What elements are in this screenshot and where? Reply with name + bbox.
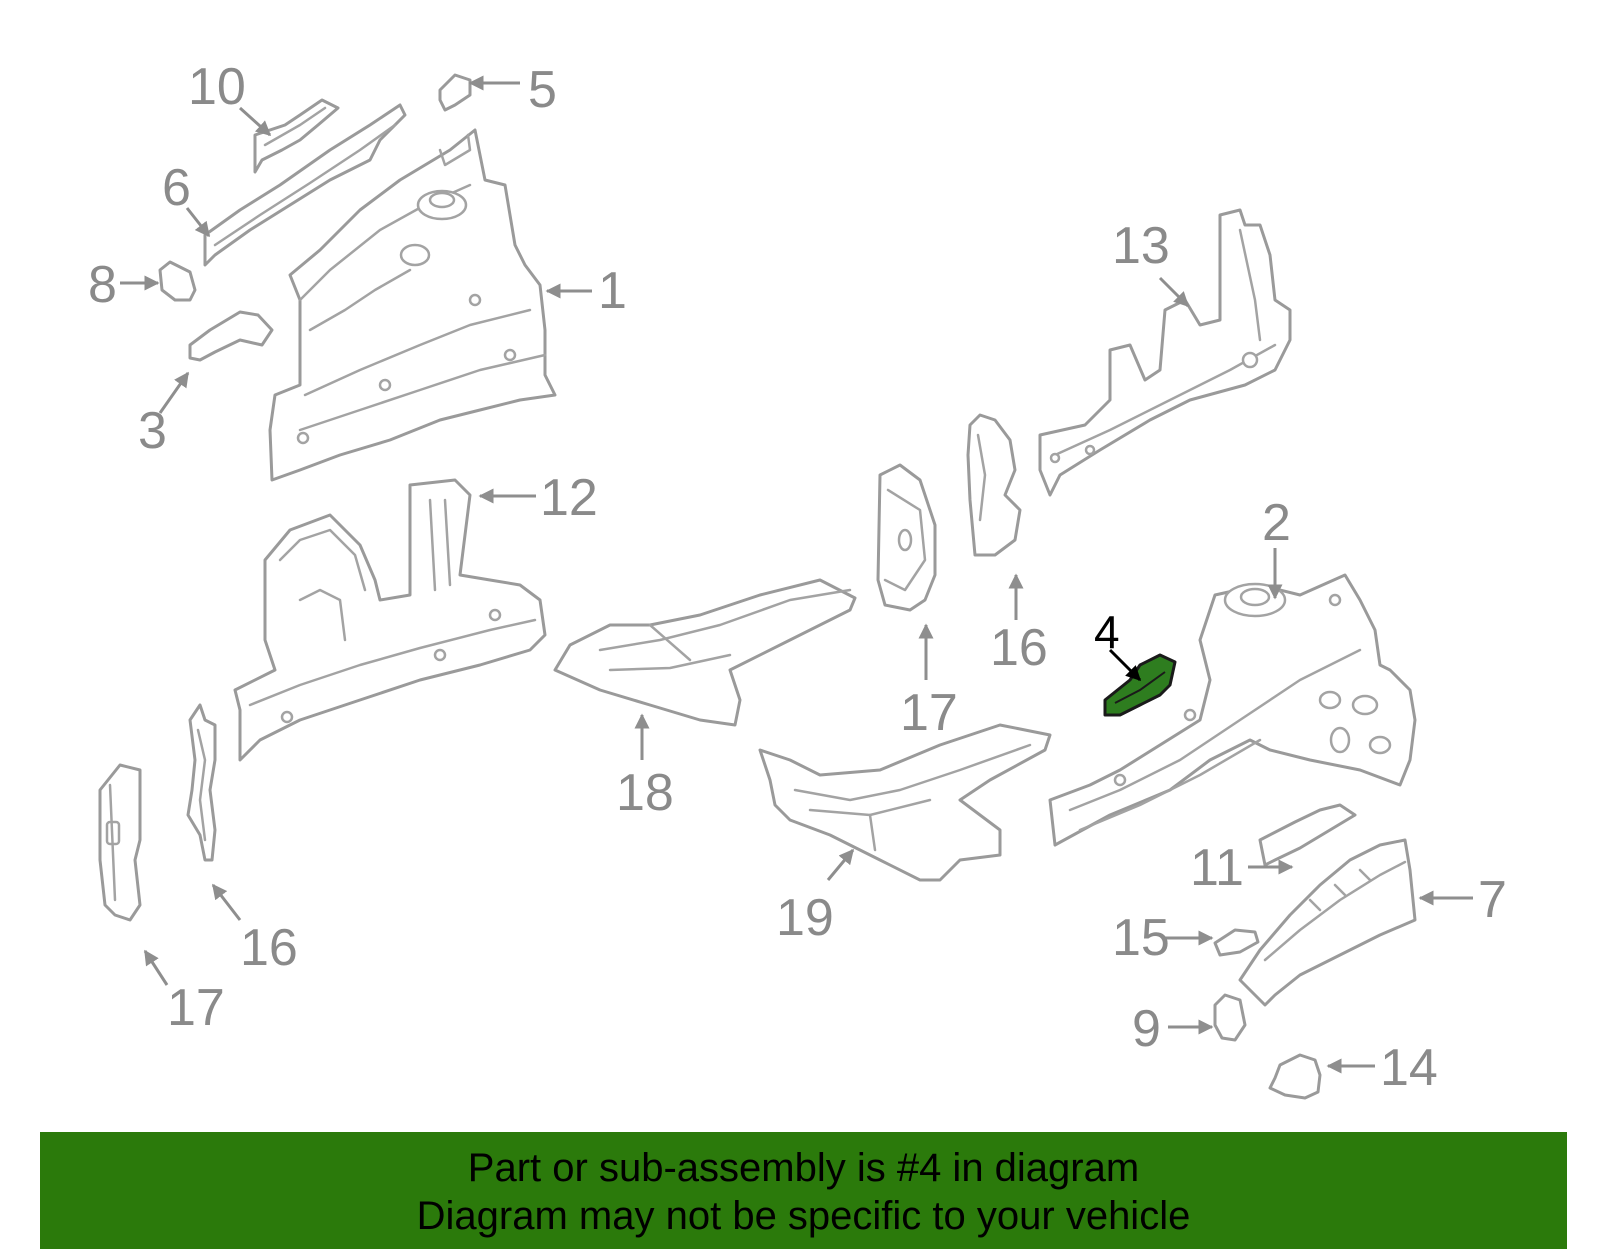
callout-4: 4 xyxy=(1094,606,1120,658)
part-11-bracket[interactable] xyxy=(1258,803,1357,867)
callout-16-left: 16 xyxy=(240,919,298,977)
callout-12: 12 xyxy=(540,469,598,527)
callout-9: 9 xyxy=(1132,1000,1161,1058)
callout-6: 6 xyxy=(162,159,191,217)
callout-16-middle: 16 xyxy=(990,619,1048,677)
part-17-panel-left[interactable] xyxy=(98,763,142,922)
part-16-reinforcement-left[interactable] xyxy=(186,703,217,862)
part-3-brace[interactable] xyxy=(188,310,274,362)
part-15-clip[interactable] xyxy=(1213,928,1260,957)
banner-line-disclaimer: Diagram may not be specific to your vehi… xyxy=(416,1194,1191,1238)
callout-15: 15 xyxy=(1112,909,1170,967)
part-6-upper-rail[interactable] xyxy=(203,103,407,267)
callout-18: 18 xyxy=(616,764,674,822)
callout-19: 19 xyxy=(776,889,834,947)
part-12-apron-assembly[interactable] xyxy=(233,478,547,762)
info-banner: Part or sub-assembly is #4 in diagram Di… xyxy=(40,1132,1567,1249)
callout-3: 3 xyxy=(138,402,167,460)
callout-17-left: 17 xyxy=(167,979,225,1037)
part-10-bracket[interactable] xyxy=(253,98,340,174)
callout-17-middle: 17 xyxy=(900,684,958,742)
part-17-panel-middle[interactable] xyxy=(876,463,937,612)
callout-14: 14 xyxy=(1380,1039,1438,1097)
callout-1: 1 xyxy=(598,262,627,320)
part-2-apron-right[interactable] xyxy=(1048,573,1417,847)
part-1-apron-left[interactable] xyxy=(268,128,557,482)
callout-8: 8 xyxy=(88,256,117,314)
part-9-bracket[interactable] xyxy=(1213,993,1247,1042)
callout-7: 7 xyxy=(1478,871,1507,929)
part-13-rail-assembly[interactable] xyxy=(1038,208,1292,497)
part-19-rear-rail[interactable] xyxy=(758,723,1052,882)
part-7-rail[interactable] xyxy=(1238,838,1417,1007)
part-18-side-rail[interactable] xyxy=(553,578,857,727)
callout-labels: 1 2 3 4 5 6 7 8 9 10 11 12 13 14 15 16 1… xyxy=(88,58,1507,1097)
part-8-bracket[interactable] xyxy=(158,260,197,302)
callout-11: 11 xyxy=(1190,839,1244,897)
banner-line-part-number: Part or sub-assembly is #4 in diagram xyxy=(467,1146,1140,1190)
callout-2: 2 xyxy=(1262,494,1291,552)
part-5-clip[interactable] xyxy=(438,73,472,112)
part-4-highlighted[interactable] xyxy=(1103,653,1177,717)
parts-diagram: 1 2 3 4 5 6 7 8 9 10 11 12 13 14 15 16 1… xyxy=(88,58,1507,1100)
callout-10: 10 xyxy=(188,58,246,116)
part-14-bracket[interactable] xyxy=(1268,1053,1322,1100)
callout-5: 5 xyxy=(528,61,557,119)
part-16-reinforcement-middle[interactable] xyxy=(966,413,1022,557)
callout-13: 13 xyxy=(1112,217,1170,275)
leader-arrows xyxy=(120,75,1473,1074)
